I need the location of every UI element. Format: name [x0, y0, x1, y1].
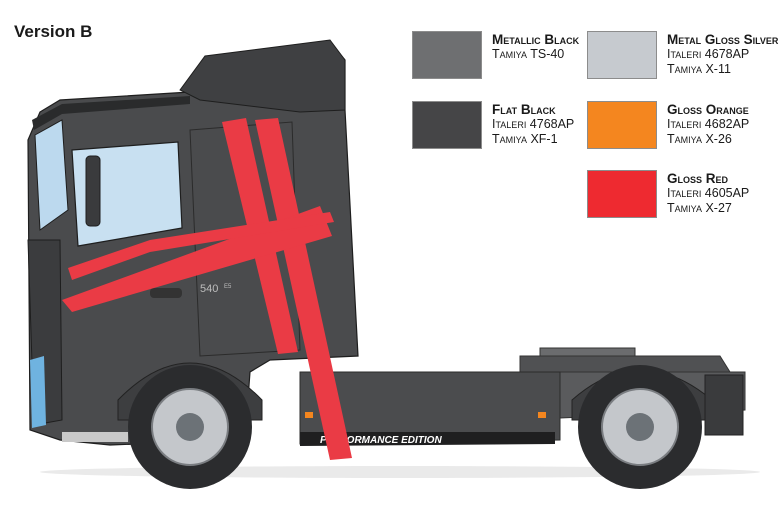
color-name: Flat Black: [492, 102, 556, 117]
color-name: Metal Gloss Silver: [667, 32, 779, 47]
swatch-metallic-black: [412, 31, 482, 79]
color-code: Italeri 4605AP: [667, 186, 750, 200]
swatch-metal-gloss-silver: [587, 31, 657, 79]
roof-spoiler: [179, 39, 346, 113]
marker-light-rear: [538, 412, 546, 418]
edition-text: PERFORMANCE EDITION: [320, 435, 442, 446]
swatch-flat-black: [412, 101, 482, 149]
windshield: [34, 119, 69, 231]
color-name: Gloss Orange: [667, 102, 749, 117]
color-code: Tamiya XF-1: [492, 132, 558, 146]
side-mirror: [85, 155, 101, 227]
color-code: Italeri 4768AP: [492, 117, 575, 131]
edition-stripe: [300, 432, 555, 446]
color-code: Tamiya TS-40: [492, 47, 565, 61]
model-badge-suffix: E5: [224, 284, 232, 290]
color-code: Italeri 4682AP: [667, 117, 750, 131]
swatch-gloss-orange: [587, 101, 657, 149]
rear-bumper: [704, 374, 744, 436]
model-badge: 540: [200, 283, 218, 295]
color-name: Gloss Red: [667, 171, 729, 186]
color-code: Tamiya X-11: [667, 62, 731, 76]
color-metallic-black: Metallic Black Tamiya TS-40: [412, 31, 579, 79]
color-gloss-red: Gloss Red Italeri 4605AP Tamiya X-27: [587, 170, 749, 218]
door-handle: [150, 288, 182, 298]
marker-light-front: [305, 412, 313, 418]
color-gloss-orange: Gloss Orange Italeri 4682AP Tamiya X-26: [587, 101, 749, 149]
rear-hub: [626, 413, 654, 441]
red-stripe-b: [255, 118, 352, 460]
red-stripe-d: [68, 212, 334, 280]
color-metal-gloss-silver: Metal Gloss Silver Italeri 4678AP Tamiya…: [587, 31, 778, 79]
color-code: Tamiya X-26: [667, 132, 732, 146]
side-skirt: [299, 371, 561, 445]
color-flat-black: Flat Black Italeri 4768AP Tamiya XF-1: [412, 101, 574, 149]
color-code: Italeri 4678AP: [667, 47, 750, 61]
version-title: Version B: [14, 22, 93, 41]
sun-visor: [32, 96, 190, 130]
rear-deck: [519, 355, 731, 373]
color-code: Tamiya X-27: [667, 201, 732, 215]
headlight: [30, 356, 46, 428]
color-name: Metallic Black: [492, 32, 580, 47]
front-step: [62, 432, 128, 442]
swatch-gloss-red: [587, 170, 657, 218]
front-hub: [176, 413, 204, 441]
